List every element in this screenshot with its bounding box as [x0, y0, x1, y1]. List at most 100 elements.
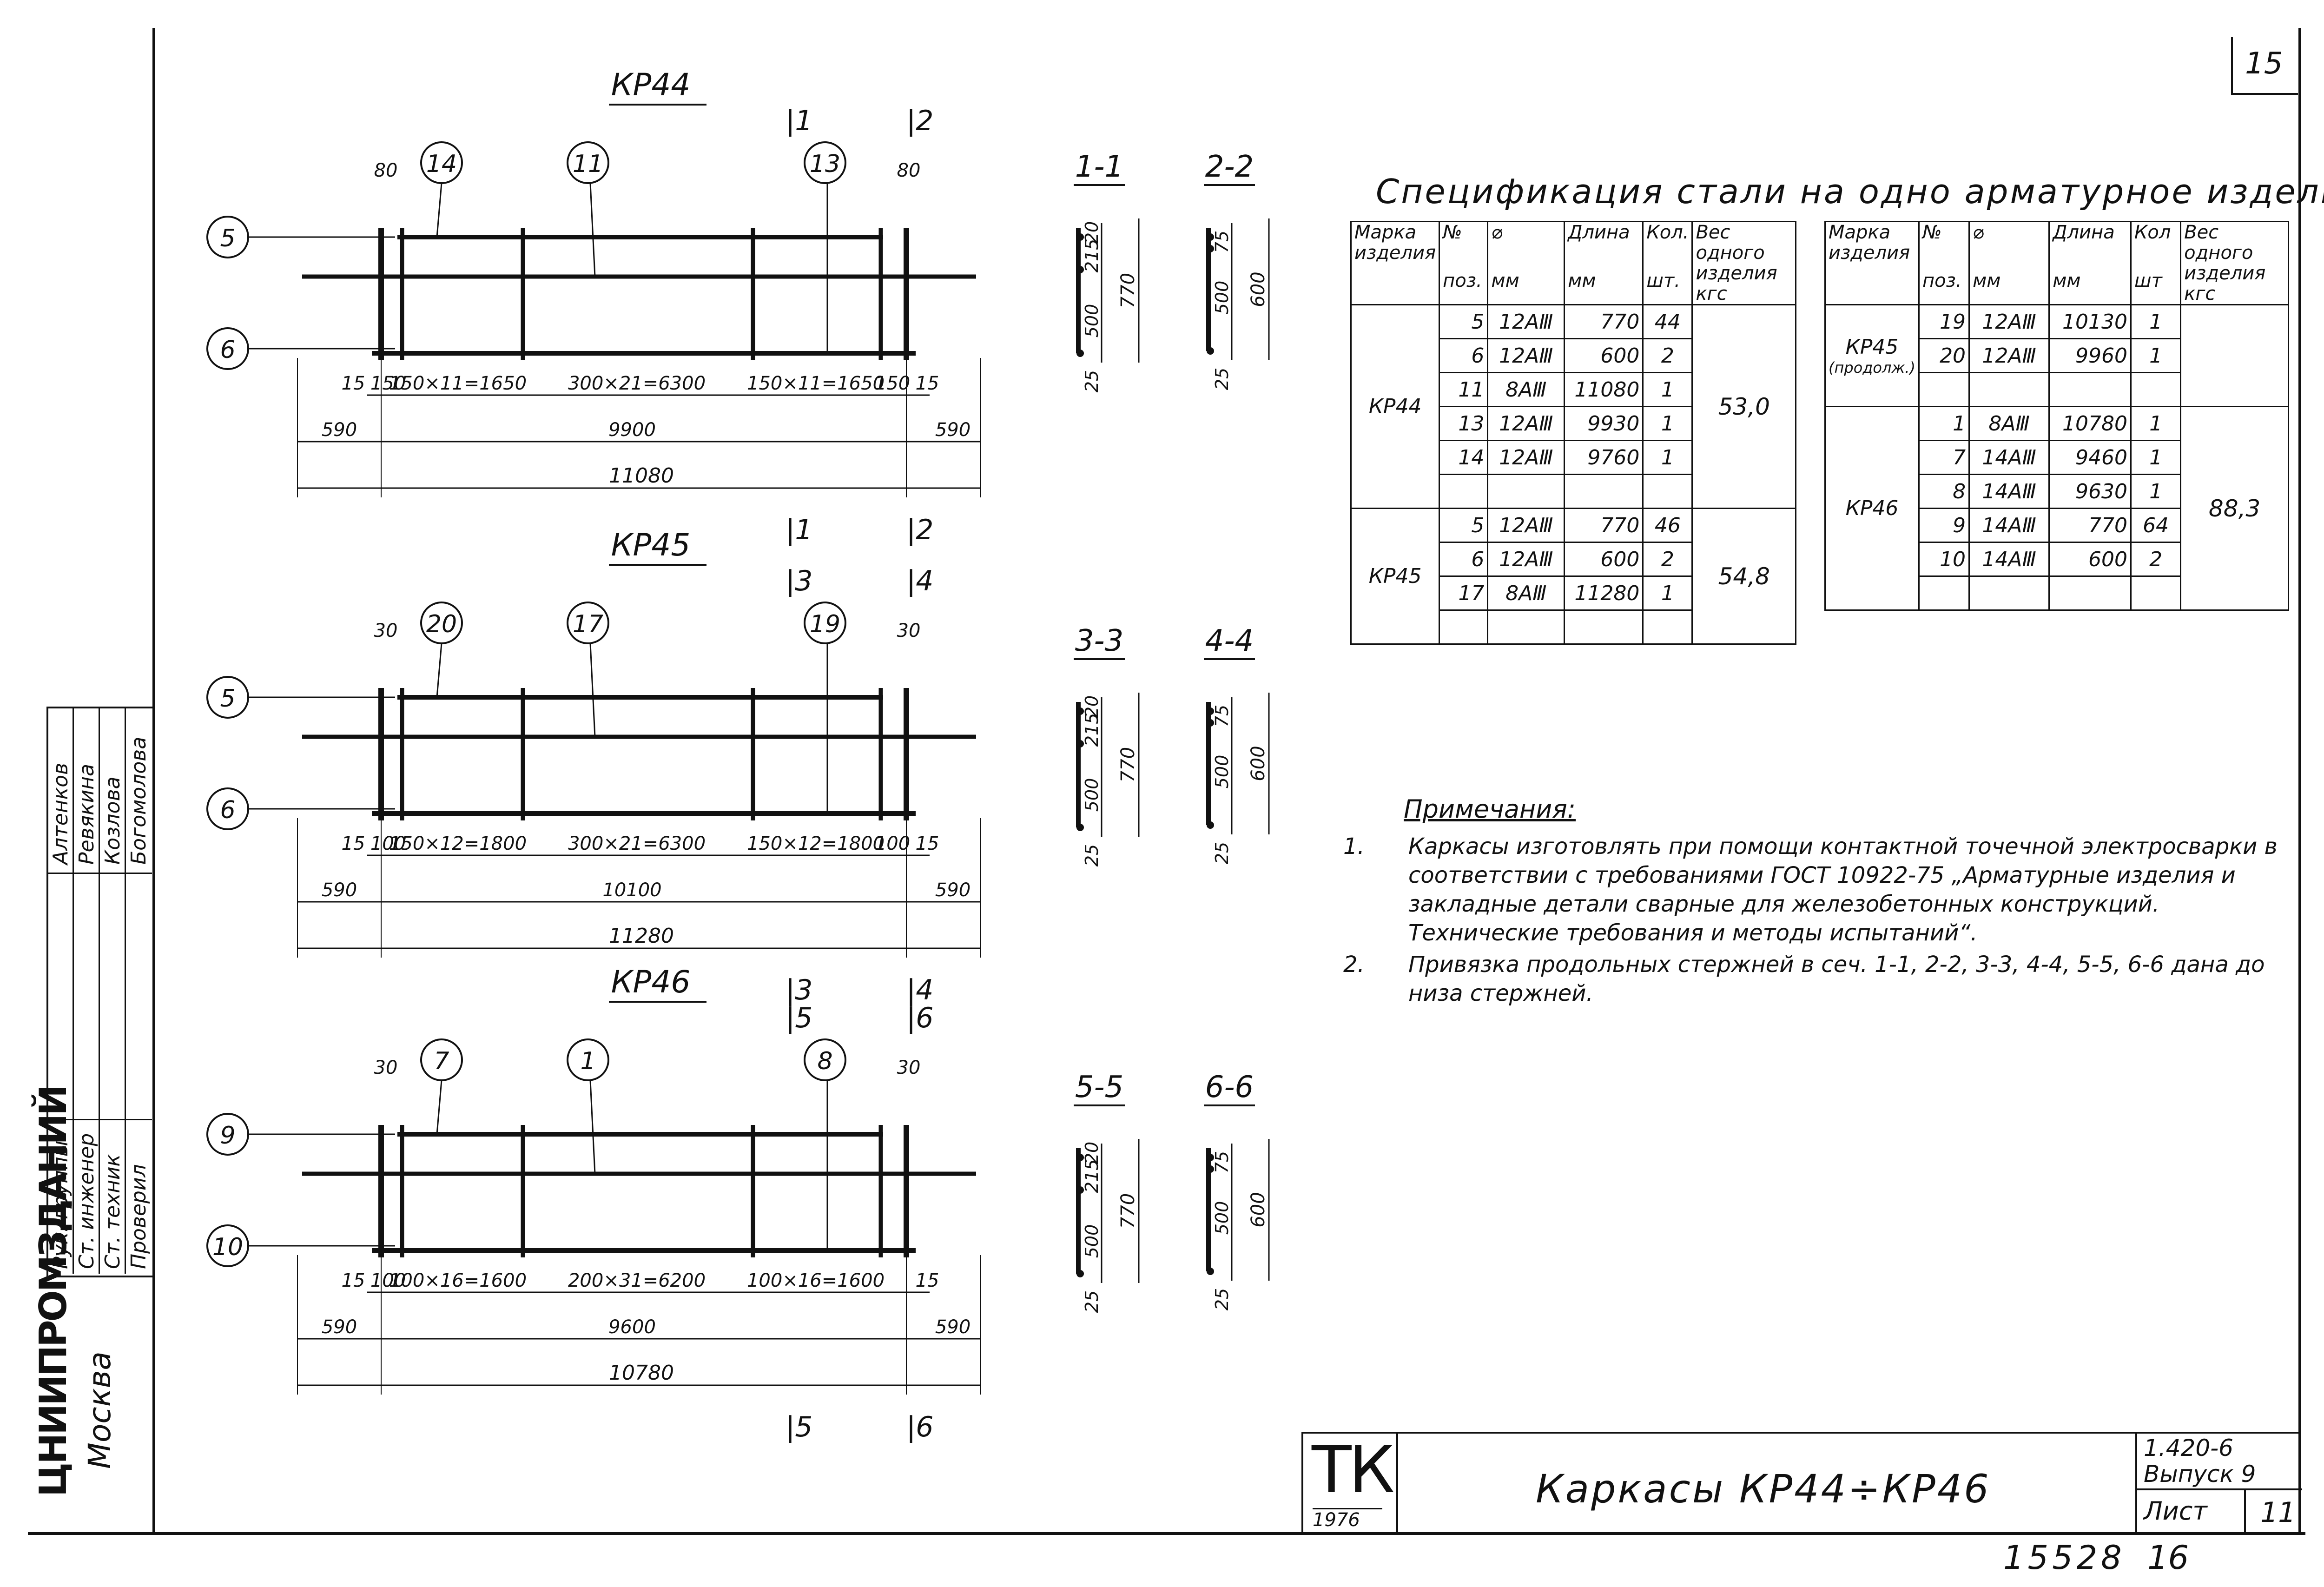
- tk-logo: ТК: [1312, 1432, 1395, 1508]
- section-dim-text: 75: [1212, 1151, 1232, 1173]
- spec-pos-cell: 11: [1439, 372, 1489, 407]
- position-number: 1: [580, 1047, 595, 1075]
- spec-len-cell: 10130: [2048, 304, 2132, 339]
- spec-dia-cell: 8AⅢ: [1487, 575, 1565, 611]
- section-dim-text: 215: [1082, 239, 1102, 273]
- spec-weight-cell: [2180, 304, 2289, 407]
- tk-year: 1976: [1313, 1508, 1382, 1531]
- spec-dia-cell: 14AⅢ: [1968, 474, 2050, 509]
- frame-title: КР46: [611, 964, 691, 1000]
- position-circle: [804, 141, 846, 184]
- position-number: 11: [573, 150, 603, 178]
- spec-dia-cell: 12AⅢ: [1487, 440, 1565, 475]
- position-number: 20: [426, 610, 457, 638]
- section-mark: |6: [906, 1411, 933, 1443]
- dim-total: 11080: [609, 464, 674, 488]
- dim-text: 15: [916, 373, 939, 394]
- section-dim-text: 215: [1082, 713, 1102, 747]
- dim-text: 590: [322, 419, 357, 441]
- section-mark: |1: [786, 105, 812, 137]
- spec-len-cell: 600: [1564, 338, 1644, 373]
- spec-header-cell: Марка изделия: [1350, 221, 1440, 305]
- spec-dia-cell: 14AⅢ: [1968, 440, 2050, 475]
- leader-line: [436, 643, 442, 698]
- position-circle: [567, 602, 609, 644]
- spec-row: [1351, 609, 1796, 645]
- spec-qty-cell: 1: [2130, 406, 2182, 441]
- position-number: 17: [573, 610, 603, 638]
- dim-total: 11280: [609, 924, 674, 948]
- dim-text: 15: [916, 833, 939, 854]
- spec-dia-cell: [1968, 372, 2050, 407]
- section-mark: |3: [786, 974, 812, 1006]
- spec-len-cell: 10780: [2048, 406, 2132, 441]
- section-total: 770: [1117, 747, 1139, 782]
- section-mark: |5: [786, 1411, 812, 1443]
- spec-pos-cell: 17: [1439, 575, 1489, 611]
- note-item: 2.Привязка продольных стержней в сеч. 1-…: [1339, 950, 2278, 1008]
- spec-header-cell: ⌀мм: [1487, 221, 1565, 305]
- section-dot: [1076, 824, 1084, 831]
- stamp-name: Богомолова: [127, 736, 151, 865]
- section-dim-text: 75: [1212, 705, 1232, 727]
- section-total: 600: [1248, 1192, 1269, 1227]
- dim-text: 100: [370, 833, 406, 854]
- dim-text: 15: [916, 1270, 939, 1291]
- dim-total: 10780: [609, 1361, 674, 1385]
- spec-weight-cell: 88,3: [2180, 406, 2289, 611]
- section-dim-text: 20: [1082, 221, 1102, 244]
- frame-right-line: [2298, 28, 2301, 1534]
- spec-dia-cell: [1487, 474, 1565, 509]
- spec-pos-cell: 9: [1918, 508, 1970, 543]
- spec-dia-cell: 12AⅢ: [1487, 508, 1565, 543]
- spec-pos-cell: 8: [1918, 474, 1970, 509]
- spec-qty-cell: 2: [1642, 338, 1693, 373]
- dim-text: 150×12=1800: [747, 833, 885, 854]
- spec-dia-cell: 8AⅢ: [1968, 406, 2050, 441]
- section-label: 1-1: [1075, 150, 1124, 184]
- section-dim-text: 20: [1082, 1142, 1102, 1164]
- spec-qty-cell: [2130, 575, 2182, 611]
- position-number: 5: [220, 225, 235, 252]
- offset-label: 30: [374, 1057, 398, 1078]
- dim-text: 150: [370, 373, 406, 394]
- dim-text: 300×21=6300: [568, 833, 706, 854]
- position-number: 14: [426, 150, 457, 178]
- leader-line: [436, 1080, 442, 1135]
- spec-mark-cell: КР45(продолж.): [1824, 304, 1920, 407]
- spec-pos-cell: [1439, 474, 1489, 509]
- section-dot: [1207, 821, 1214, 829]
- section-dim-text: 25: [1082, 1290, 1102, 1313]
- spec-pos-cell: 20: [1918, 338, 1970, 373]
- spec-mark-cell: КР46: [1824, 406, 1920, 611]
- spec-dia-cell: 12AⅢ: [1968, 338, 2050, 373]
- spec-pos-cell: 6: [1439, 338, 1489, 373]
- section-dot: [1207, 347, 1214, 355]
- spec-header-cell: ⌀мм: [1968, 221, 2050, 305]
- dim-text: 150×11=1650: [389, 373, 527, 394]
- section-dim-text: 25: [1082, 370, 1102, 392]
- spec-dia-cell: 12AⅢ: [1487, 406, 1565, 441]
- spec-len-cell: 770: [2048, 508, 2132, 543]
- offset-label: 80: [374, 160, 398, 181]
- section-mark: |5: [786, 1002, 812, 1034]
- spec-qty-cell: 46: [1642, 508, 1693, 543]
- section-dot: [1076, 233, 1084, 241]
- position-circle: [567, 141, 609, 184]
- archive-number-2: 16: [2147, 1539, 2189, 1577]
- spec-len-cell: 9960: [2048, 338, 2132, 373]
- corner-number: 15: [2245, 46, 2283, 81]
- section-dim-text: 25: [1212, 368, 1232, 390]
